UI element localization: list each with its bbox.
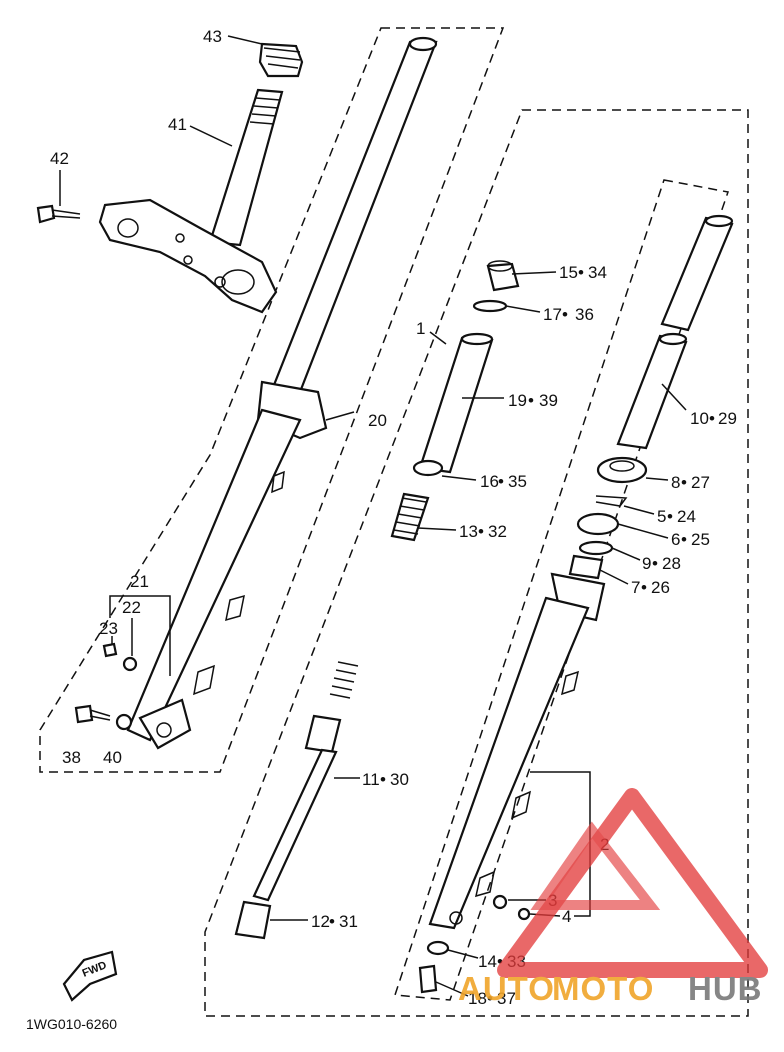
svg-text:•: • [487, 989, 493, 1008]
label-38: 38 [62, 748, 81, 767]
label-7: 7 [631, 578, 640, 597]
label-21: 21 [130, 572, 149, 591]
svg-text:•: • [641, 578, 647, 597]
svg-text:•: • [667, 507, 673, 526]
svg-text:•: • [528, 391, 534, 410]
label-23: 23 [99, 619, 118, 638]
label-16: 16 [480, 472, 499, 491]
callout-labels: 43 41 42 15 • 34 17 • 36 1 19 • 39 20 16… [50, 27, 737, 1008]
label-20: 20 [368, 411, 387, 430]
label-31: 31 [339, 912, 358, 931]
svg-text:•: • [681, 530, 687, 549]
label-29: 29 [718, 409, 737, 428]
watermark-auto: AUTO [458, 970, 555, 1007]
label-11: 11 [362, 770, 380, 789]
svg-text:•: • [578, 263, 584, 282]
steering-stem-assembly [36, 42, 304, 314]
label-37: 37 [497, 989, 516, 1008]
label-26: 26 [651, 578, 670, 597]
label-35: 35 [508, 472, 527, 491]
watermark-moto: MOTO [552, 970, 654, 1007]
label-25: 25 [691, 530, 710, 549]
svg-text:•: • [652, 554, 658, 573]
inner-assembly-parts [234, 214, 734, 994]
label-43: 43 [203, 27, 222, 46]
label-41: 41 [168, 115, 187, 134]
label-18: 18 [468, 989, 487, 1008]
label-12: 12 [311, 912, 330, 931]
svg-text:•: • [681, 473, 687, 492]
label-4: 4 [562, 907, 571, 926]
svg-text:•: • [478, 522, 484, 541]
left-fork-leg [74, 36, 438, 750]
svg-text:•: • [498, 472, 504, 491]
diagram-code: 1WG010-6260 [26, 1016, 117, 1032]
automotohub-watermark: AUTO MOTO HUB [458, 788, 768, 1007]
label-30: 30 [390, 770, 409, 789]
label-14: 14 [478, 952, 497, 971]
svg-text:•: • [709, 409, 715, 428]
label-19: 19 [508, 391, 527, 410]
label-1: 1 [416, 319, 425, 338]
label-17: 17 [543, 305, 562, 324]
label-42: 42 [50, 149, 69, 168]
label-13: 13 [459, 522, 478, 541]
label-28: 28 [662, 554, 681, 573]
label-39: 39 [539, 391, 558, 410]
label-34: 34 [588, 263, 607, 282]
label-36: 36 [575, 305, 594, 324]
label-6: 6 [671, 530, 680, 549]
label-15: 15 [559, 263, 578, 282]
label-32: 32 [488, 522, 507, 541]
label-24: 24 [677, 507, 696, 526]
svg-text:•: • [329, 912, 335, 931]
watermark-hub: HUB [688, 970, 763, 1007]
left-fork-group-outline [39, 27, 505, 773]
label-22: 22 [122, 598, 141, 617]
svg-text:•: • [380, 770, 386, 789]
label-5: 5 [657, 507, 666, 526]
label-9: 9 [642, 554, 651, 573]
forward-direction-arrow: FWD [62, 950, 118, 1002]
label-27: 27 [691, 473, 710, 492]
label-10: 10 [690, 409, 709, 428]
inner-assembly-group-outline [204, 109, 749, 1017]
label-40: 40 [103, 748, 122, 767]
outer-tube-group-outline [393, 179, 729, 1001]
svg-text:•: • [562, 305, 568, 324]
label-8: 8 [671, 473, 680, 492]
svg-text:•: • [497, 952, 503, 971]
